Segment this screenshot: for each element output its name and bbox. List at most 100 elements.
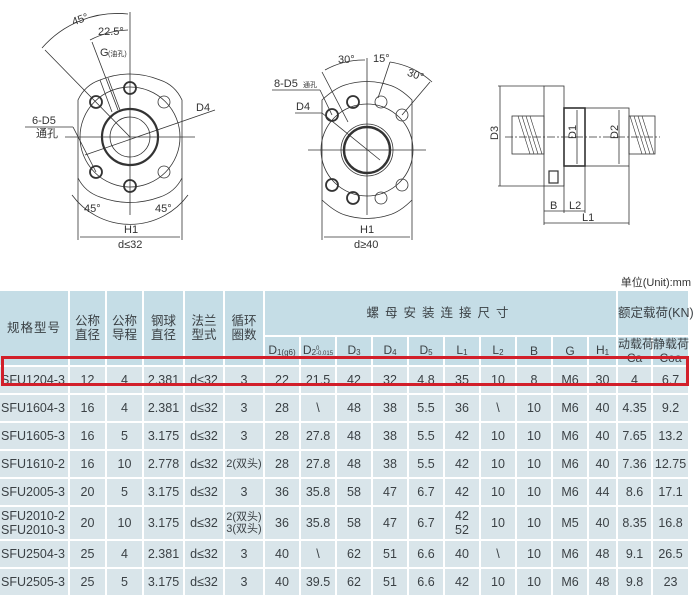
- svg-text:15°: 15°: [373, 53, 390, 65]
- header-flange-type: 法兰型式: [185, 291, 223, 365]
- svg-text:H1: H1: [124, 224, 138, 236]
- header-b: B: [517, 337, 551, 365]
- cell-model: SFU1604-3: [0, 395, 68, 421]
- cell-flange: d≤32: [185, 423, 223, 449]
- cell-d3: 48: [337, 451, 371, 477]
- svg-text:30°: 30°: [406, 67, 426, 84]
- cell-d5: 4.8: [409, 367, 443, 393]
- cell-g: M6: [553, 569, 587, 595]
- cell-coa: 17.1: [653, 479, 689, 505]
- cell-circuits: 3: [225, 541, 263, 567]
- cell-flange: d≤32: [185, 507, 223, 539]
- cell-g: M5: [553, 507, 587, 539]
- cell-d4: 38: [373, 451, 407, 477]
- svg-text:45°: 45°: [70, 11, 90, 28]
- cell-d4: 47: [373, 507, 407, 539]
- cell-lead: 4: [107, 395, 142, 421]
- cell-g: M6: [553, 367, 587, 393]
- cell-coa: 26.5: [653, 541, 689, 567]
- cell-ca: 8.35: [618, 507, 652, 539]
- header-d1: D1(g6): [265, 337, 299, 365]
- ball-screw-spec-table: 规格型号 公称直径 公称导程 钢球直径 法兰型式 循环圈数 螺母安装连接尺寸 额…: [0, 289, 694, 597]
- cell-h1: 40: [589, 507, 617, 539]
- cell-flange: d≤32: [185, 541, 223, 567]
- table-row: SFU1605-3 16 5 3.175 d≤32 3 28 27.8 48 3…: [0, 423, 689, 449]
- cell-b: 8: [517, 367, 551, 393]
- cell-d2: 21.5: [301, 367, 335, 393]
- cell-d3: 48: [337, 423, 371, 449]
- svg-text:D2: D2: [609, 125, 621, 139]
- cell-diameter: 25: [70, 569, 105, 595]
- technical-drawings: 45° 22.5° G (油孔) D4 6-D5 通孔 45° 45° H1 d…: [0, 0, 695, 262]
- cell-d1: 28: [265, 451, 299, 477]
- cell-h1: 48: [589, 569, 617, 595]
- cell-d5: 6.7: [409, 479, 443, 505]
- cell-coa: 9.2: [653, 395, 689, 421]
- cell-circuits: 3: [225, 423, 263, 449]
- cell-diameter: 12: [70, 367, 105, 393]
- cell-coa: 13.2: [653, 423, 689, 449]
- cell-ca: 7.65: [618, 423, 652, 449]
- cell-l2: 10: [481, 367, 515, 393]
- cell-l2: 10: [481, 451, 515, 477]
- svg-text:D1: D1: [567, 125, 579, 139]
- svg-text:30°: 30°: [338, 54, 355, 66]
- header-circuits: 循环圈数: [225, 291, 263, 365]
- svg-text:d≤32: d≤32: [118, 239, 142, 251]
- svg-text:D4: D4: [296, 101, 310, 113]
- cell-d3: 48: [337, 395, 371, 421]
- svg-text:通孔: 通孔: [303, 80, 317, 89]
- cell-lead: 10: [107, 451, 142, 477]
- cell-d4: 32: [373, 367, 407, 393]
- cell-d3: 62: [337, 569, 371, 595]
- svg-text:45°: 45°: [155, 203, 172, 215]
- cell-flange: d≤32: [185, 569, 223, 595]
- header-mount-dimensions: 螺母安装连接尺寸: [265, 291, 617, 335]
- svg-text:8-D5: 8-D5: [274, 78, 298, 90]
- cell-ca: 9.8: [618, 569, 652, 595]
- header-l1: L1: [445, 337, 479, 365]
- header-rated-load: 额定载荷(KN): [618, 291, 694, 335]
- cell-d2: \: [301, 541, 335, 567]
- cell-model: SFU2505-3: [0, 569, 68, 595]
- header-nominal-diameter: 公称直径: [70, 291, 105, 365]
- cell-circuits: 3: [225, 479, 263, 505]
- cell-b: 10: [517, 395, 551, 421]
- cell-flange: d≤32: [185, 451, 223, 477]
- cell-d1: 36: [265, 479, 299, 505]
- svg-text:(油孔): (油孔): [108, 49, 127, 58]
- cell-d1: 36: [265, 507, 299, 539]
- header-d4: D4: [373, 337, 407, 365]
- cell-lead: 5: [107, 479, 142, 505]
- cell-lead: 5: [107, 569, 142, 595]
- cell-l2: \: [481, 395, 515, 421]
- cell-flange: d≤32: [185, 479, 223, 505]
- cell-lead: 5: [107, 423, 142, 449]
- cell-circuits: 3: [225, 367, 263, 393]
- cell-l2: 10: [481, 423, 515, 449]
- cell-l1: 42: [445, 569, 479, 595]
- cell-d1: 40: [265, 569, 299, 595]
- cell-d1: 28: [265, 395, 299, 421]
- svg-text:6-D5: 6-D5: [32, 115, 56, 127]
- svg-text:H1: H1: [360, 224, 374, 236]
- cell-l1: 40: [445, 541, 479, 567]
- cell-g: M6: [553, 479, 587, 505]
- svg-text:45°: 45°: [84, 203, 101, 215]
- cell-d5: 5.5: [409, 395, 443, 421]
- cell-ball: 2.381: [144, 541, 183, 567]
- cell-l2: \: [481, 541, 515, 567]
- cell-d4: 47: [373, 479, 407, 505]
- cell-model: SFU1204-3: [0, 367, 68, 393]
- cell-b: 10: [517, 451, 551, 477]
- header-g: G: [553, 337, 587, 365]
- svg-text:L2: L2: [569, 200, 581, 212]
- cell-ball: 2.381: [144, 395, 183, 421]
- side-view-drawing: [498, 85, 660, 225]
- cell-b: 10: [517, 507, 551, 539]
